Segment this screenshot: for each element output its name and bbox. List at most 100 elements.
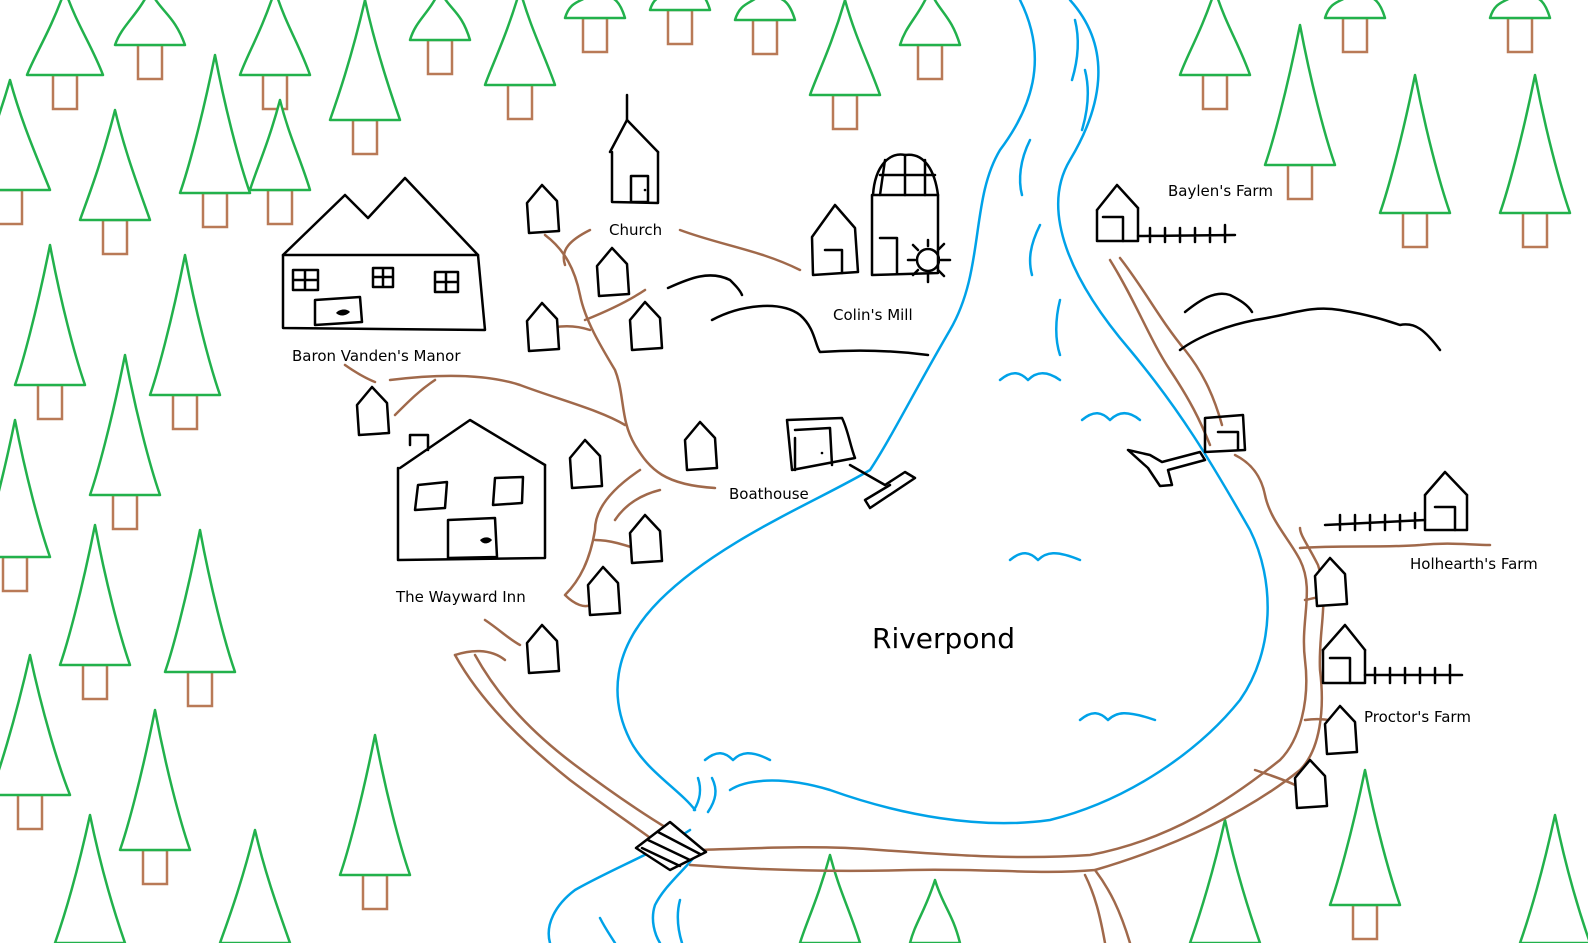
tree: [53, 813, 127, 943]
road: [1108, 258, 1212, 447]
tree: [563, 0, 627, 54]
tree: [733, 0, 797, 56]
road: [543, 233, 717, 490]
tree: [648, 0, 712, 46]
buildings: [281, 93, 1247, 872]
east-dock: [1126, 413, 1247, 488]
tree: [13, 243, 87, 421]
tree: [113, 0, 187, 81]
house: [586, 565, 622, 617]
label-proctors-farm: Proctor's Farm: [1364, 708, 1471, 726]
road: [453, 649, 507, 662]
house: [525, 623, 561, 675]
tree: [163, 528, 237, 708]
tree: [1498, 73, 1572, 249]
tree: [58, 523, 132, 701]
tree: [0, 418, 52, 593]
hills: [666, 274, 1442, 357]
tree: [178, 53, 252, 229]
tree: [218, 828, 292, 943]
house: [568, 438, 604, 490]
road: [678, 228, 802, 272]
road: [473, 653, 672, 832]
road: [1118, 256, 1224, 427]
tree: [483, 0, 557, 121]
tree: [328, 0, 402, 156]
bridge: [634, 820, 708, 872]
tree: [1188, 818, 1262, 943]
tree: [0, 653, 72, 831]
ripple: [1028, 223, 1042, 277]
holhearths-farm-building: [1323, 470, 1469, 532]
house: [525, 301, 561, 353]
house: [1313, 556, 1349, 608]
tree: [338, 733, 412, 911]
tree: [238, 0, 312, 111]
hill-ridge: [1178, 307, 1442, 352]
ripple: [1018, 138, 1032, 197]
road: [393, 378, 437, 417]
ripple: [706, 776, 717, 814]
wave: [1080, 412, 1142, 422]
tree: [808, 0, 882, 131]
tree: [1328, 768, 1402, 941]
tree: [798, 853, 862, 943]
boathouse-building: [785, 416, 917, 510]
tree: [1488, 0, 1552, 54]
road: [563, 468, 642, 608]
tree: [118, 708, 192, 886]
river-south-east: [651, 848, 702, 943]
road: [698, 453, 1309, 859]
tree: [1323, 0, 1387, 54]
map-title: Riverpond: [872, 622, 1015, 655]
hill-ridge: [1183, 292, 1254, 314]
house: [1293, 758, 1329, 810]
tree: [898, 0, 962, 81]
tree: [408, 0, 472, 76]
ripple: [598, 916, 617, 943]
road: [688, 526, 1325, 874]
tree: [1263, 23, 1337, 201]
tree: [0, 78, 52, 226]
road: [1093, 868, 1132, 943]
road: [613, 488, 662, 522]
tree: [78, 108, 152, 256]
manor-building: [281, 176, 487, 332]
road: [583, 288, 647, 322]
labels: Church Colin's Mill Baron Vanden's Manor…: [292, 182, 1538, 726]
wave: [1078, 712, 1157, 722]
label-holhearths-farm: Holhearth's Farm: [1410, 555, 1538, 573]
road: [562, 228, 592, 267]
house: [683, 420, 719, 472]
wave: [703, 752, 772, 762]
inn-building: [396, 418, 547, 562]
hill-ridge: [666, 274, 744, 297]
house: [525, 183, 561, 235]
house: [355, 385, 391, 437]
mill-building: [810, 153, 952, 284]
label-church: Church: [609, 221, 662, 239]
ripple: [1070, 18, 1080, 82]
church-building: [608, 93, 660, 205]
label-colins-mill: Colin's Mill: [833, 306, 913, 324]
road: [1083, 873, 1107, 943]
label-baylens-farm: Baylen's Farm: [1168, 182, 1273, 200]
ripple: [692, 776, 702, 812]
road: [1298, 542, 1492, 550]
tree: [148, 253, 222, 431]
wave: [998, 372, 1062, 382]
lake-shore-east: [728, 0, 1269, 825]
label-manor: Baron Vanden's Manor: [292, 347, 461, 365]
tree: [1518, 813, 1588, 943]
houses: [355, 183, 1359, 810]
road: [453, 653, 662, 847]
label-boathouse: Boathouse: [729, 485, 809, 503]
road: [388, 374, 627, 427]
tree: [25, 0, 105, 111]
tree: [248, 98, 312, 226]
tree: [88, 353, 162, 531]
proctors-farm-building: [1321, 623, 1464, 685]
farms: [1095, 183, 1469, 685]
